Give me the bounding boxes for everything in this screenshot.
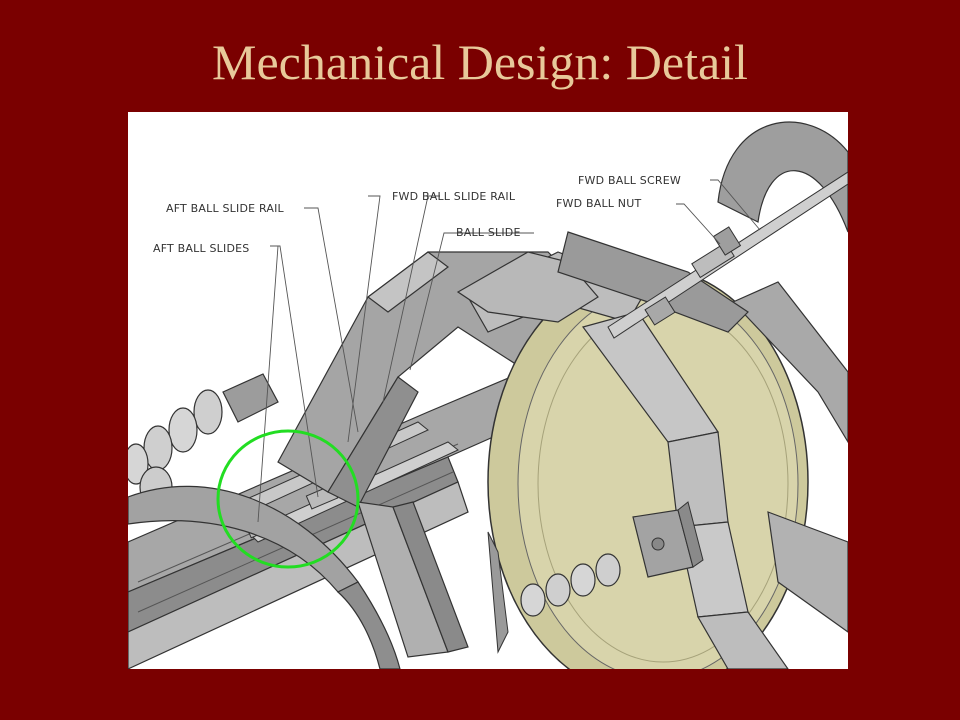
label-fwd-ball-screw: FWD BALL SCREW [578,174,681,187]
label-fwd-ball-slide-rail: FWD BALL SLIDE RAIL [392,190,516,203]
label-ball-slide: BALL SLIDE [456,226,521,239]
label-aft-ball-slide-rail: AFT BALL SLIDE RAIL [166,202,285,215]
fwd-ball-screw [607,171,848,339]
octagonal-mount [456,231,848,669]
leader-lines [257,179,761,523]
cad-drawing-svg: AFT BALL SLIDE RAIL FWD BALL SLIDE RAIL … [128,112,848,669]
front-drive-shaft [520,501,704,617]
highlight-circle [216,429,360,569]
label-aft-ball-slides: AFT BALL SLIDES [153,242,249,255]
rear-ring [717,121,848,233]
label-fwd-ball-nut: FWD BALL NUT [556,197,641,210]
front-ring [128,485,401,669]
slide-title: Mechanical Design: Detail [212,34,748,90]
cad-drawing: AFT BALL SLIDE RAIL FWD BALL SLIDE RAIL … [128,112,848,669]
